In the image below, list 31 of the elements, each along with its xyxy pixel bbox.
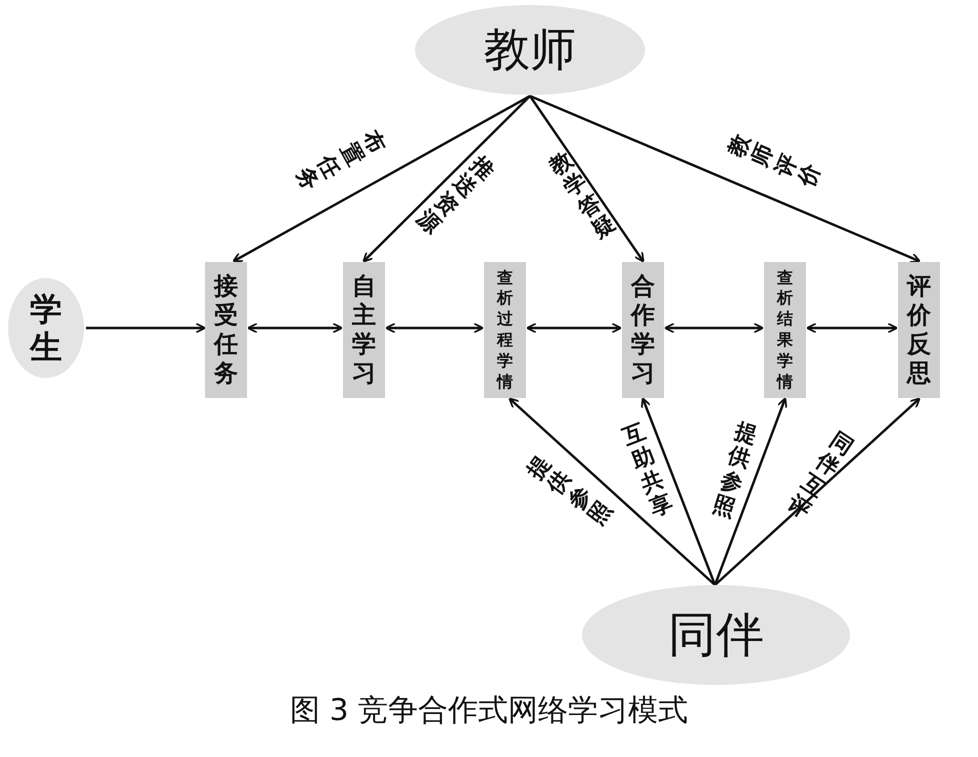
arrow [806, 322, 898, 334]
caption: 图 3 竞争合作式网络学习模式 [288, 692, 690, 730]
arrow [86, 322, 206, 334]
arrow [714, 398, 921, 586]
step-box: 合作学习 [622, 262, 664, 398]
edge-label: 推送资源 [410, 150, 500, 240]
step-box: 接受任务 [205, 262, 247, 398]
step-box: 查析过程学情 [484, 262, 526, 398]
step-box: 自主学习 [343, 262, 385, 398]
edge-label: 提供参照 [708, 418, 762, 522]
teacher-ellipse: 教师 [415, 5, 645, 95]
arrow [385, 322, 484, 334]
arrow [526, 322, 622, 334]
arrow [362, 95, 531, 263]
arrow [528, 95, 644, 263]
edge-label: 教师评价 [724, 129, 826, 191]
arrow [664, 322, 764, 334]
arrow [640, 397, 716, 586]
edge-label: 互助共享 [618, 418, 678, 522]
arrow [232, 94, 531, 262]
arrow [530, 94, 921, 263]
arrow [714, 397, 788, 586]
step-box: 查析结果学情 [764, 262, 806, 398]
arrow [247, 322, 343, 334]
edge-label: 提供参照 [522, 450, 618, 530]
student-ellipse: 学生 [8, 278, 84, 378]
arrow [508, 398, 716, 586]
edge-label: 布置任务 [290, 125, 390, 196]
peer-ellipse: 同伴 [582, 585, 850, 685]
step-box: 评价反思 [898, 262, 940, 398]
edge-label: 教学答疑 [544, 146, 622, 244]
